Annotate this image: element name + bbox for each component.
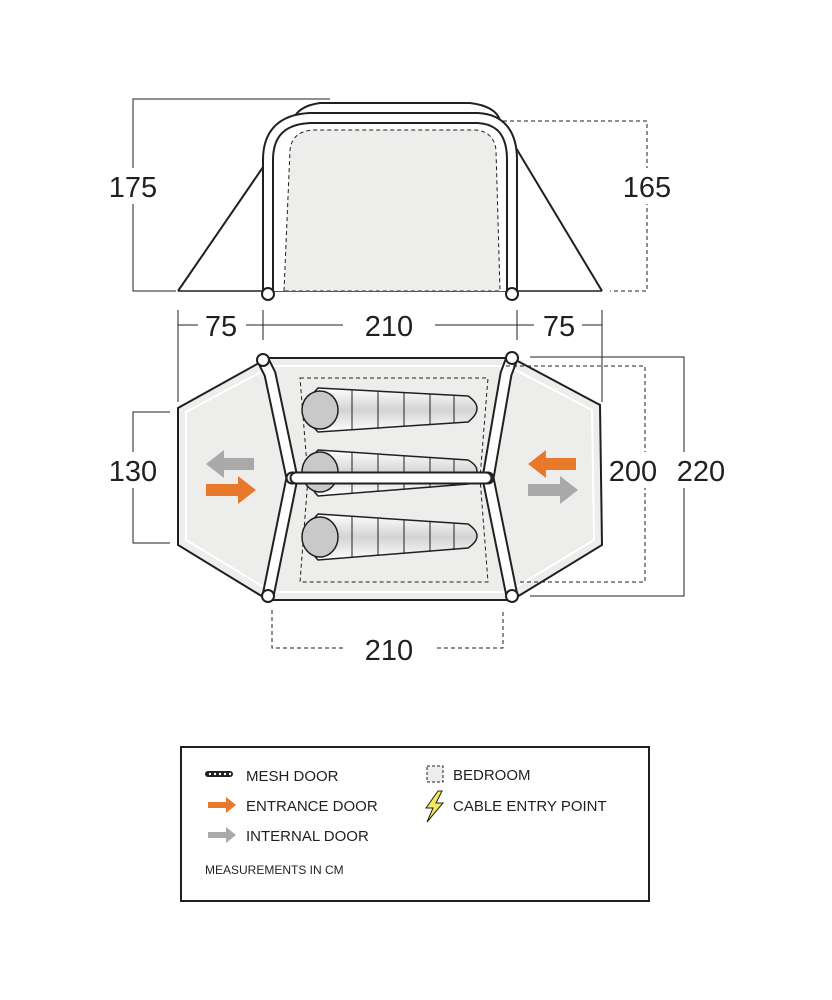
legend-entrance-door-label: ENTRANCE DOOR [246,798,378,815]
entrance-door-arrow-right [528,450,576,478]
internal-door-arrow-right [528,476,578,504]
legend-bedroom-label: BEDROOM [453,767,531,784]
legend-cable-entry-label: CABLE ENTRY POINT [453,798,607,815]
elevation-height-left-label: 175 [109,172,157,204]
plan-bedroom-area [299,377,489,583]
entrance-door-arrow-left [206,476,256,504]
plan-width-left-label: 75 [205,311,237,343]
plan-width-dimensions: 75 210 75 [177,310,603,402]
grey-arrow-icon [208,827,236,843]
lightning-icon [425,790,445,823]
tent-elevation-view: 175 165 [103,98,679,297]
plan-outer-height-label: 220 [677,456,725,488]
elevation-right-dimension-line [503,120,648,292]
plan-inner-height-label: 200 [609,456,657,488]
dashed-square-icon [426,765,444,783]
plan-bottom-width-label: 210 [365,635,413,667]
mesh-door-icon [205,771,233,777]
legend-mesh-door-label: MESH DOOR [246,768,339,785]
plan-width-right-label: 75 [543,311,575,343]
legend-measurements-note: MEASUREMENTS IN CM [205,863,344,877]
sleeping-bag [301,513,478,561]
internal-door-arrow-left [206,450,254,478]
elevation-height-right-label: 165 [623,172,671,204]
legend-internal-door-label: INTERNAL DOOR [246,828,369,845]
plan-width-center-label: 210 [365,311,413,343]
elevation-bedroom-panel [283,129,501,292]
plan-height-left-label: 130 [109,456,157,488]
sleeping-bag [301,387,478,433]
plan-side-dimensions: 130 200 220 210 [103,356,732,667]
legend-box: MESH DOOR ENTRANCE DOOR INTERNAL DOOR BE… [180,746,650,902]
orange-arrow-icon [208,797,236,813]
elevation-pole-arch-inner [264,114,516,295]
tent-floor-plan [177,287,604,603]
